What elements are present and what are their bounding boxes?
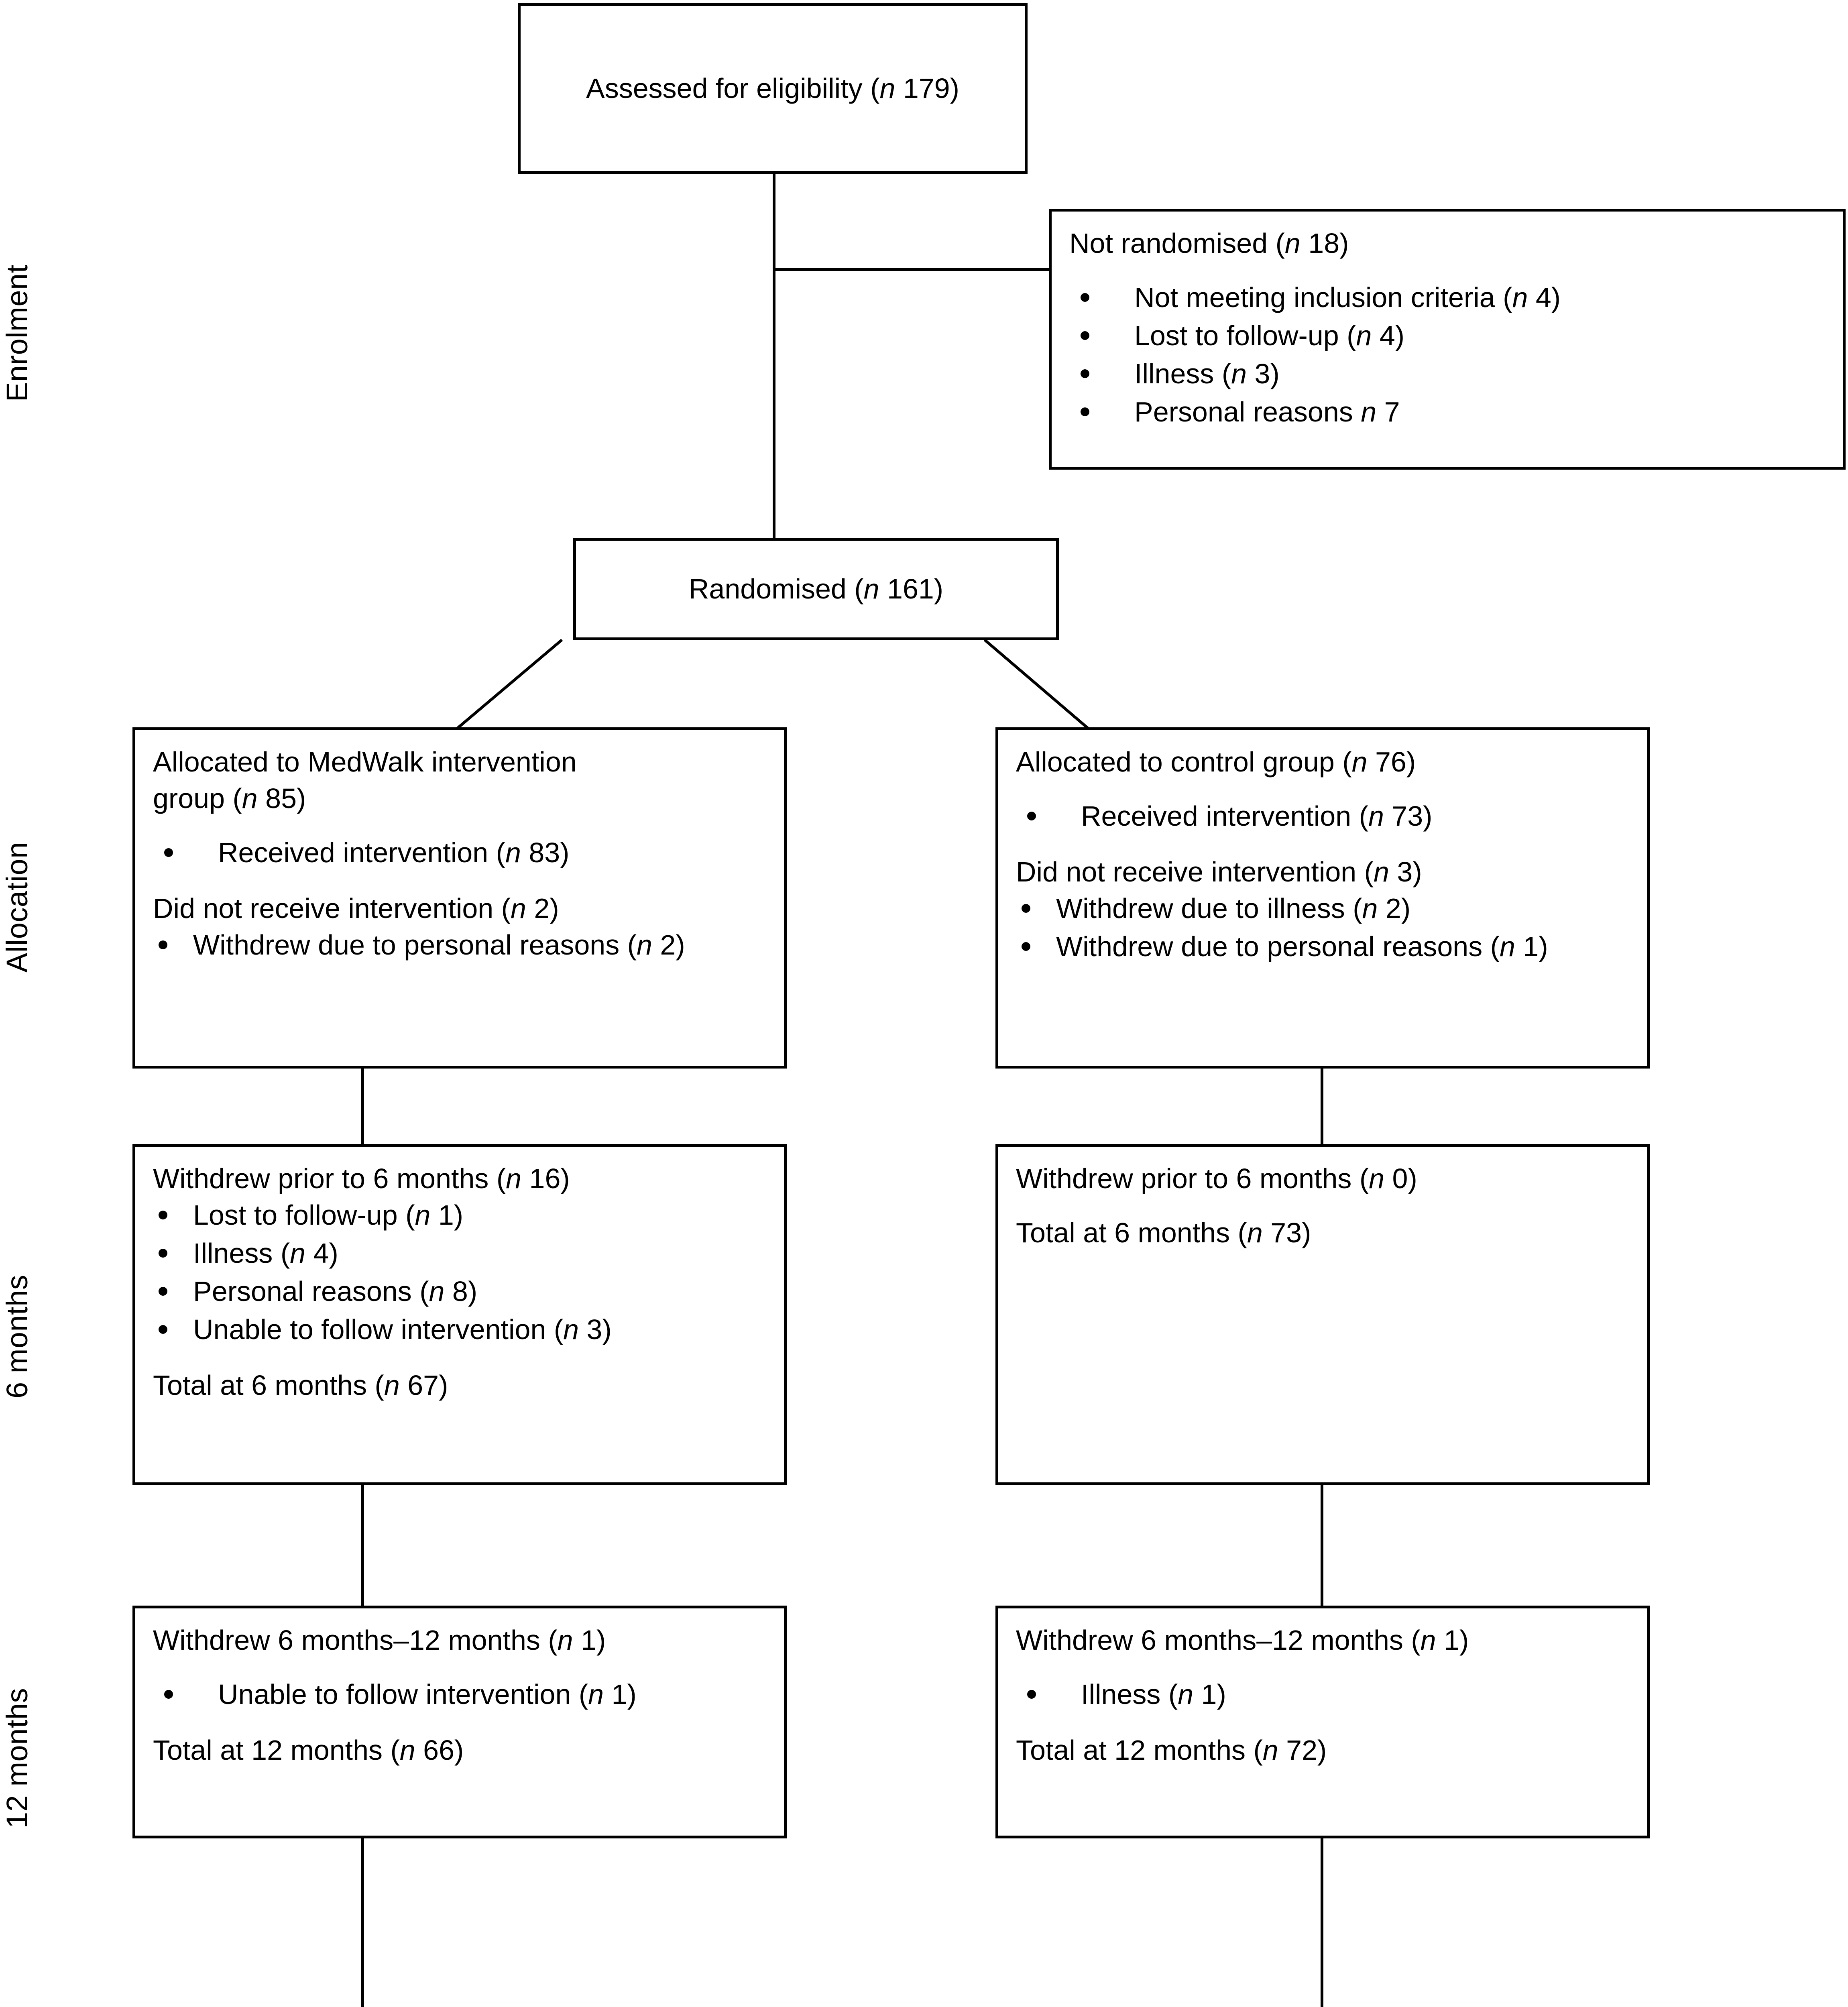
list-item: Illness (n 3) xyxy=(1069,356,1827,392)
list-item: Unable to follow intervention (n 1) xyxy=(153,1676,768,1713)
list-item: Not meeting inclusion criteria (n 4) xyxy=(1069,279,1827,316)
list-item: Unable to follow intervention (n 3) xyxy=(153,1311,768,1348)
box-6-months-intervention: Withdrew prior to 6 months (n 16) Lost t… xyxy=(132,1144,787,1485)
alloc-control-heading-line1: Allocated to control group (n 76) xyxy=(1016,746,1416,778)
list-item: Received intervention (n 73) xyxy=(1016,798,1631,835)
m6-intervention-heading: Withdrew prior to 6 months (n 16) xyxy=(153,1163,570,1194)
stage-label-12-months: 12 months xyxy=(0,1687,34,1829)
not-randomised-reason-list: Not meeting inclusion criteria (n 4) Los… xyxy=(1069,279,1827,430)
connector-right-12months-to-analysis xyxy=(1321,1838,1323,2007)
box-randomised: Randomised (n 161) xyxy=(573,538,1059,640)
m12-control-total: Total at 12 months (n 72) xyxy=(1016,1734,1327,1766)
list-item: Illness (n 4) xyxy=(153,1235,768,1272)
connector-right-6months-to-12months xyxy=(1321,1485,1323,1606)
m12-intervention-heading: Withdrew 6 months–12 months (n 1) xyxy=(153,1624,606,1656)
box-allocation-intervention: Allocated to MedWalk intervention group … xyxy=(132,727,787,1069)
box-not-randomised: Not randomised (n 18) Not meeting inclus… xyxy=(1049,209,1846,470)
list-item: Personal reasons (n 8) xyxy=(153,1273,768,1310)
box-12-months-control: Withdrew 6 months–12 months (n 1) Illnes… xyxy=(995,1606,1650,1838)
connector-branch-not-randomised xyxy=(773,268,1050,271)
alloc-control-not-received-list: Withdrew due to illness (n 2) Withdrew d… xyxy=(1016,890,1631,965)
connector-left-allocation-to-6months xyxy=(361,1068,364,1144)
list-item: Lost to follow-up (n 1) xyxy=(153,1197,768,1234)
list-item: Received intervention (n 83) xyxy=(153,835,768,871)
stage-label-enrolment: Enrolment xyxy=(0,265,34,402)
alloc-intervention-not-received-heading: Did not receive intervention (n 2) xyxy=(153,893,559,924)
box-assessed-for-eligibility: Assessed for eligibility (n 179) xyxy=(518,3,1028,174)
alloc-control-not-received-heading: Did not receive intervention (n 3) xyxy=(1016,856,1422,887)
m12-intervention-total: Total at 12 months (n 66) xyxy=(153,1734,464,1766)
m6-control-total: Total at 6 months (n 73) xyxy=(1016,1217,1311,1248)
connector-left-12months-to-analysis xyxy=(361,1838,364,2007)
m6-intervention-reason-list: Lost to follow-up (n 1) Illness (n 4) Pe… xyxy=(153,1197,768,1348)
alloc-intervention-received-list: Received intervention (n 83) xyxy=(153,835,768,871)
list-item: Illness (n 1) xyxy=(1016,1676,1631,1713)
list-item: Withdrew due to illness (n 2) xyxy=(1016,890,1631,927)
connector-randomised-split xyxy=(454,639,1091,731)
m12-control-reason-list: Illness (n 1) xyxy=(1016,1676,1631,1713)
m6-control-heading: Withdrew prior to 6 months (n 0) xyxy=(1016,1163,1417,1194)
alloc-intervention-not-received-list: Withdrew due to personal reasons (n 2) xyxy=(153,927,768,963)
box-12-months-intervention: Withdrew 6 months–12 months (n 1) Unable… xyxy=(132,1606,787,1838)
list-item: Withdrew due to personal reasons (n 2) xyxy=(153,927,768,963)
stage-label-analysis: Analysis xyxy=(2,1983,47,2007)
m12-control-heading: Withdrew 6 months–12 months (n 1) xyxy=(1016,1624,1469,1656)
connector-right-allocation-to-6months xyxy=(1321,1068,1323,1144)
m6-intervention-total: Total at 6 months (n 67) xyxy=(153,1370,448,1401)
stage-label-6-months: 6 months xyxy=(0,1274,34,1399)
list-item: Withdrew due to personal reasons (n 1) xyxy=(1016,928,1631,965)
assessed-heading: Assessed for eligibility (n 179) xyxy=(586,73,959,104)
box-6-months-control: Withdrew prior to 6 months (n 0) Total a… xyxy=(995,1144,1650,1485)
not-randomised-heading: Not randomised (n 18) xyxy=(1069,228,1349,259)
connector-assessed-to-randomised xyxy=(773,173,775,538)
alloc-intervention-heading-line1: Allocated to MedWalk intervention xyxy=(153,746,577,778)
stage-label-allocation: Allocation xyxy=(0,842,34,973)
list-item: Lost to follow-up (n 4) xyxy=(1069,318,1827,354)
alloc-control-received-list: Received intervention (n 73) xyxy=(1016,798,1631,835)
box-allocation-control: Allocated to control group (n 76) Receiv… xyxy=(995,727,1650,1069)
m12-intervention-reason-list: Unable to follow intervention (n 1) xyxy=(153,1676,768,1713)
connector-left-6months-to-12months xyxy=(361,1485,364,1606)
list-item: Personal reasons n 7 xyxy=(1069,394,1827,430)
randomised-heading: Randomised (n 161) xyxy=(688,573,944,605)
alloc-intervention-heading-line2: group (n 85) xyxy=(153,783,306,814)
